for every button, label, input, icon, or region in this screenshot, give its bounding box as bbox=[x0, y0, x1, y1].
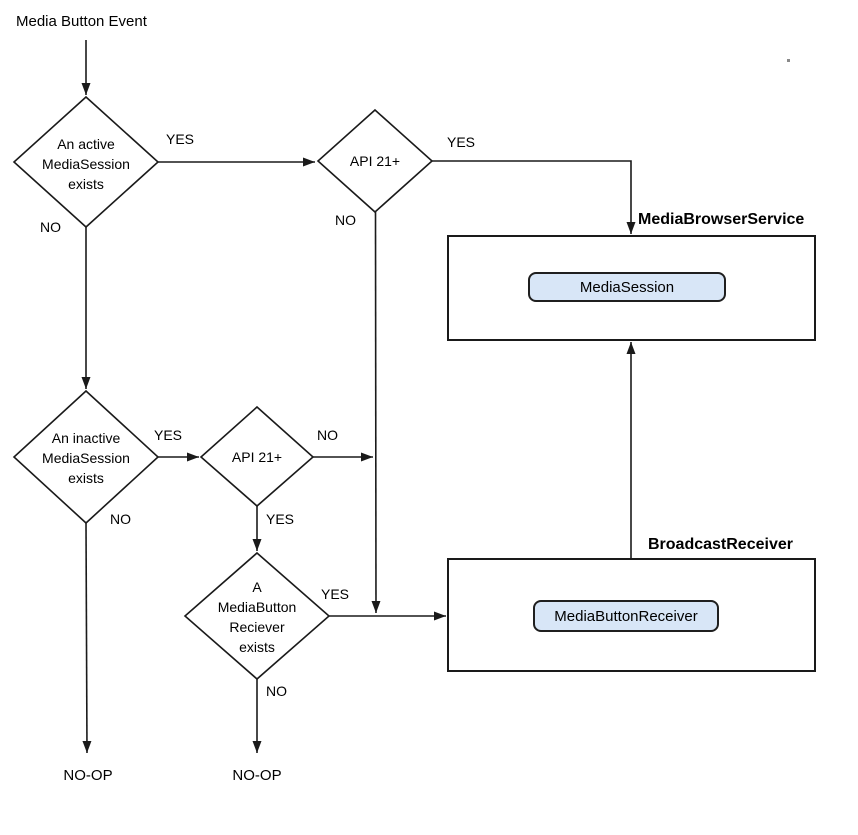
edge-label-inactive-yes: YES bbox=[154, 427, 183, 443]
arrow-api21-yes-to-mediabrowserservice bbox=[432, 160, 636, 234]
decision-receiver-exists-label: A MediaButton Reciever exists bbox=[217, 579, 297, 655]
edge-label-active-no: NO bbox=[40, 219, 61, 235]
decision-api21-first-shape bbox=[316, 108, 434, 214]
decision-api21-first-label: API 21+ bbox=[349, 153, 401, 169]
edge-label-active-yes: YES bbox=[166, 131, 195, 147]
noop-right-label: NO-OP bbox=[232, 767, 282, 784]
media-session-label: MediaSession bbox=[579, 278, 675, 296]
edge-label-api21-first-no: NO bbox=[335, 212, 356, 228]
media-browser-service-title: MediaBrowserService bbox=[638, 211, 805, 228]
media-button-receiver-component: MediaButtonReceiver bbox=[533, 600, 719, 632]
edge-label-api21-first-yes: YES bbox=[447, 134, 476, 150]
broadcast-receiver-title: BroadcastReceiver bbox=[648, 536, 793, 553]
decision-inactive-session-label: An inactive MediaSession exists bbox=[42, 430, 130, 486]
decision-api21-second-label: API 21+ bbox=[231, 449, 283, 465]
media-button-receiver-label: MediaButtonReceiver bbox=[554, 607, 698, 625]
decision-active-session-label: An active MediaSession exists bbox=[42, 136, 130, 192]
edge-label-inactive-no: NO bbox=[110, 511, 131, 527]
edge-label-receiver-no: NO bbox=[266, 683, 287, 699]
edge-label-receiver-yes: YES bbox=[321, 586, 350, 602]
noop-left-label: NO-OP bbox=[63, 767, 113, 784]
media-session-component: MediaSession bbox=[528, 272, 726, 302]
edge-label-api21-second-yes: YES bbox=[266, 511, 295, 527]
edge-label-api21-second-no: NO bbox=[317, 427, 338, 443]
arrow-inactive-no-to-noop bbox=[82, 522, 92, 754]
arrow-api21-no-down bbox=[371, 211, 381, 614]
artifact-dot bbox=[787, 59, 790, 62]
start-label: Media Button Event bbox=[16, 13, 147, 30]
